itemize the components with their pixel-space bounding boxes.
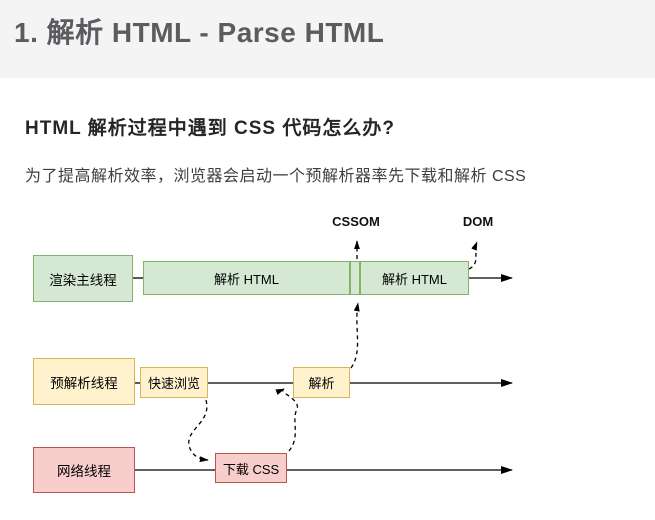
task-download-css: 下载 CSS <box>215 453 287 483</box>
dashed-arrow-scan-to-download <box>188 399 209 463</box>
dashed-arrow-parse-to-slice <box>350 302 360 369</box>
output-cssom-label: CSSOM <box>332 214 380 229</box>
task-quick-scan-label: 快速浏览 <box>147 376 200 391</box>
page-title: 1. 解析 HTML - Parse HTML <box>14 17 385 48</box>
task-parse-html-first-label: 解析 HTML <box>213 271 279 287</box>
task-parse-css: 解析 <box>293 367 350 398</box>
output-dom-label: DOM <box>462 214 494 229</box>
task-parse-html-second-label: 解析 HTML <box>381 271 447 287</box>
lane-network-label: 网络线程 <box>57 464 111 479</box>
dashed-arrow-download-to-parse <box>275 388 298 452</box>
question-heading: HTML 解析过程中遇到 CSS 代码怎么办? <box>25 118 395 139</box>
task-bar-css-slice <box>350 261 360 295</box>
lane-preparse-label: 预解析线程 <box>50 375 118 391</box>
task-quick-scan: 快速浏览 <box>140 367 208 398</box>
lane-render-label: 渲染主线程 <box>49 272 117 288</box>
lane-network-thread: 网络线程 <box>33 447 135 493</box>
task-parse-css-label: 解析 <box>308 376 335 391</box>
lane-preparse-thread: 预解析线程 <box>33 358 135 405</box>
dashed-arrow-dom <box>468 241 478 270</box>
answer-text: 为了提高解析效率，浏览器会启动一个预解析器率先下载和解析 CSS <box>25 168 527 185</box>
header-band: 1. 解析 HTML - Parse HTML <box>0 0 655 78</box>
task-parse-html-second: 解析 HTML <box>360 261 469 295</box>
lane-render-main-thread: 渲染主线程 <box>33 255 133 302</box>
task-parse-html-first: 解析 HTML <box>143 261 350 295</box>
task-download-css-label: 下载 CSS <box>222 461 280 477</box>
